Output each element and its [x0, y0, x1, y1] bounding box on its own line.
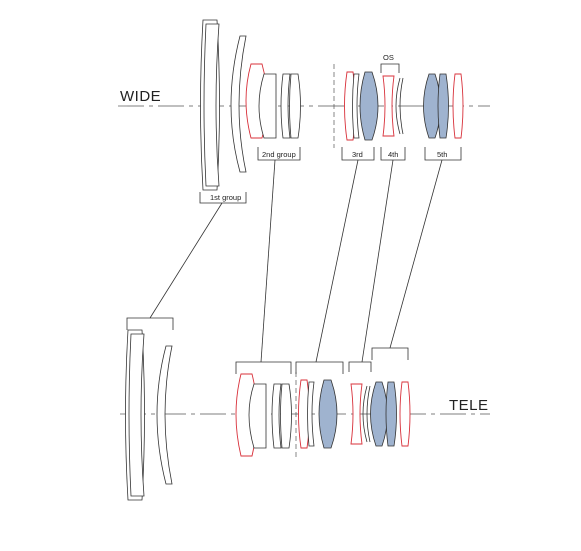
tele-group-1-lenses: [125, 329, 173, 501]
wide-g3-element-b: [352, 73, 360, 139]
tele-g1-element-c: [156, 345, 173, 485]
g3-movement-line: [315, 159, 359, 363]
tele-g2-element-c: [271, 383, 282, 449]
wide-g3-label: 3rd: [352, 150, 363, 159]
wide-g2-label: 2nd group: [262, 150, 296, 159]
g2-movement-line: [260, 159, 276, 363]
tele-group-5-lenses: [370, 381, 411, 447]
tele-group-2-lenses: [235, 373, 292, 457]
wide-g4-label: 4th: [388, 150, 398, 159]
tele-g1-bracket: [126, 317, 174, 330]
wide-g4-element-b: [395, 77, 404, 135]
wide-g1-label: 1st group: [210, 193, 241, 202]
tele-g3-element-c: [318, 379, 338, 449]
tele-group-4-lenses: [350, 383, 371, 445]
wide-g5-label: 5th: [437, 150, 447, 159]
wide-configuration: WIDE: [118, 19, 490, 204]
wide-g5-bracket: [424, 147, 462, 161]
tele-g2-element-d: [280, 383, 292, 449]
tele-g5-element-a: [370, 381, 388, 447]
wide-group-5-lenses: [423, 73, 464, 139]
wide-g1-element-c: [230, 35, 247, 173]
tele-g4-element-b: [362, 385, 371, 443]
tele-configuration: TELE: [120, 317, 490, 501]
tele-g4-element-a: [350, 383, 363, 445]
wide-g5-element-c: [452, 73, 464, 139]
tele-g1-element-b: [128, 333, 145, 497]
wide-group-1-lenses: [200, 19, 247, 191]
wide-os-label: OS: [383, 53, 394, 62]
tele-g3-element-b: [307, 381, 315, 447]
tele-group-brackets: [126, 317, 409, 374]
wide-g5-element-b: [437, 73, 449, 139]
group-movement-lines: [149, 159, 443, 363]
tele-g2-element-b: [248, 383, 267, 449]
wide-g2-element-b: [258, 73, 277, 139]
wide-group-4-lenses: [382, 75, 404, 137]
g4-movement-line: [361, 159, 394, 363]
wide-group-2-lenses: [245, 63, 301, 139]
wide-g2-element-c: [280, 73, 291, 139]
tele-label: TELE: [449, 397, 489, 414]
g5-movement-line: [389, 159, 443, 349]
tele-g5-bracket: [371, 347, 409, 360]
g1-movement-line: [149, 202, 223, 319]
wide-g2-element-d: [289, 73, 301, 139]
tele-g5-element-b: [385, 381, 397, 447]
tele-g5-element-c: [399, 381, 411, 447]
tele-g3-bracket: [295, 361, 344, 374]
wide-g1-element-b: [203, 23, 220, 187]
wide-label: WIDE: [120, 88, 161, 105]
tele-group-3-lenses: [298, 379, 338, 449]
wide-g1-bracket: [199, 192, 247, 204]
wide-g3-element-c: [359, 71, 379, 141]
wide-g4-element-a: [382, 75, 395, 137]
wide-g2-bracket: [257, 147, 301, 161]
wide-os-bracket: [380, 63, 400, 73]
tele-g2-bracket: [235, 361, 292, 374]
tele-g4-bracket: [348, 361, 372, 372]
wide-group-3-lenses: [344, 71, 379, 141]
